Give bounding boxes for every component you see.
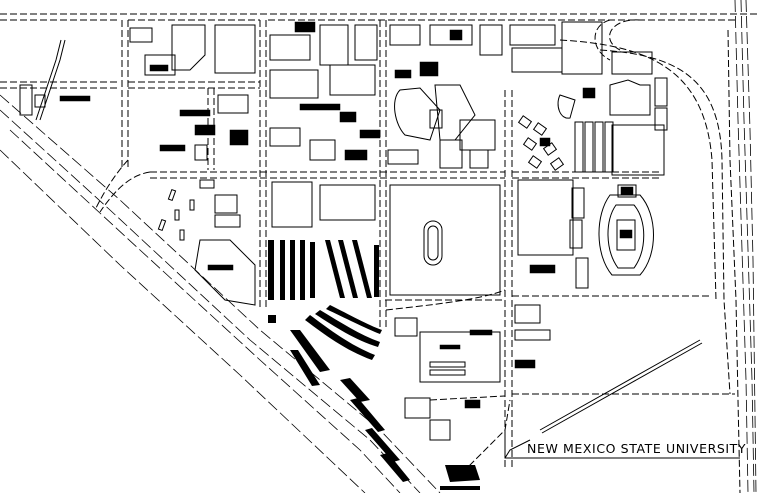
football-stadium	[598, 184, 654, 276]
residence-halls	[517, 87, 596, 171]
highway	[727, 0, 757, 493]
running-track	[423, 220, 443, 266]
parking-lots	[268, 240, 480, 490]
road-network	[0, 13, 760, 481]
railroad	[0, 39, 441, 493]
buildings	[19, 21, 668, 441]
map-title: NEW MEXICO STATE UNIVERSITY	[527, 441, 747, 456]
campus-boundary	[504, 432, 740, 459]
